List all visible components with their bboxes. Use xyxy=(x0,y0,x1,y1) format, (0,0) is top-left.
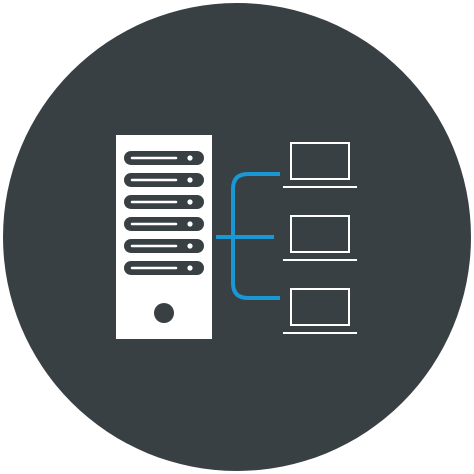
laptop-screen xyxy=(290,288,350,326)
drive-slot-led xyxy=(187,243,193,249)
drive-slot xyxy=(124,195,204,209)
drive-slot-led xyxy=(187,265,193,271)
drive-slot-led xyxy=(187,177,193,183)
drive-slot xyxy=(124,173,204,187)
drive-slot xyxy=(124,217,204,231)
power-button-icon xyxy=(154,303,174,323)
network-connector-icon xyxy=(216,172,280,300)
laptop-icon xyxy=(283,215,357,261)
connector-bottom-branch xyxy=(231,237,280,300)
laptop-icon xyxy=(283,288,357,334)
drive-slot-led xyxy=(187,199,193,205)
drive-slot xyxy=(124,151,204,165)
drive-slot-led xyxy=(187,155,193,161)
drive-slot xyxy=(124,261,204,275)
server-tower-icon xyxy=(116,135,212,339)
drive-slot xyxy=(124,239,204,253)
laptops-group xyxy=(283,142,357,334)
laptop-screen xyxy=(290,142,350,180)
drive-slot-led xyxy=(187,221,193,227)
server-drive-slots xyxy=(124,151,204,275)
laptop-icon xyxy=(283,142,357,188)
connector-top-branch xyxy=(231,172,280,237)
laptop-screen xyxy=(290,215,350,253)
